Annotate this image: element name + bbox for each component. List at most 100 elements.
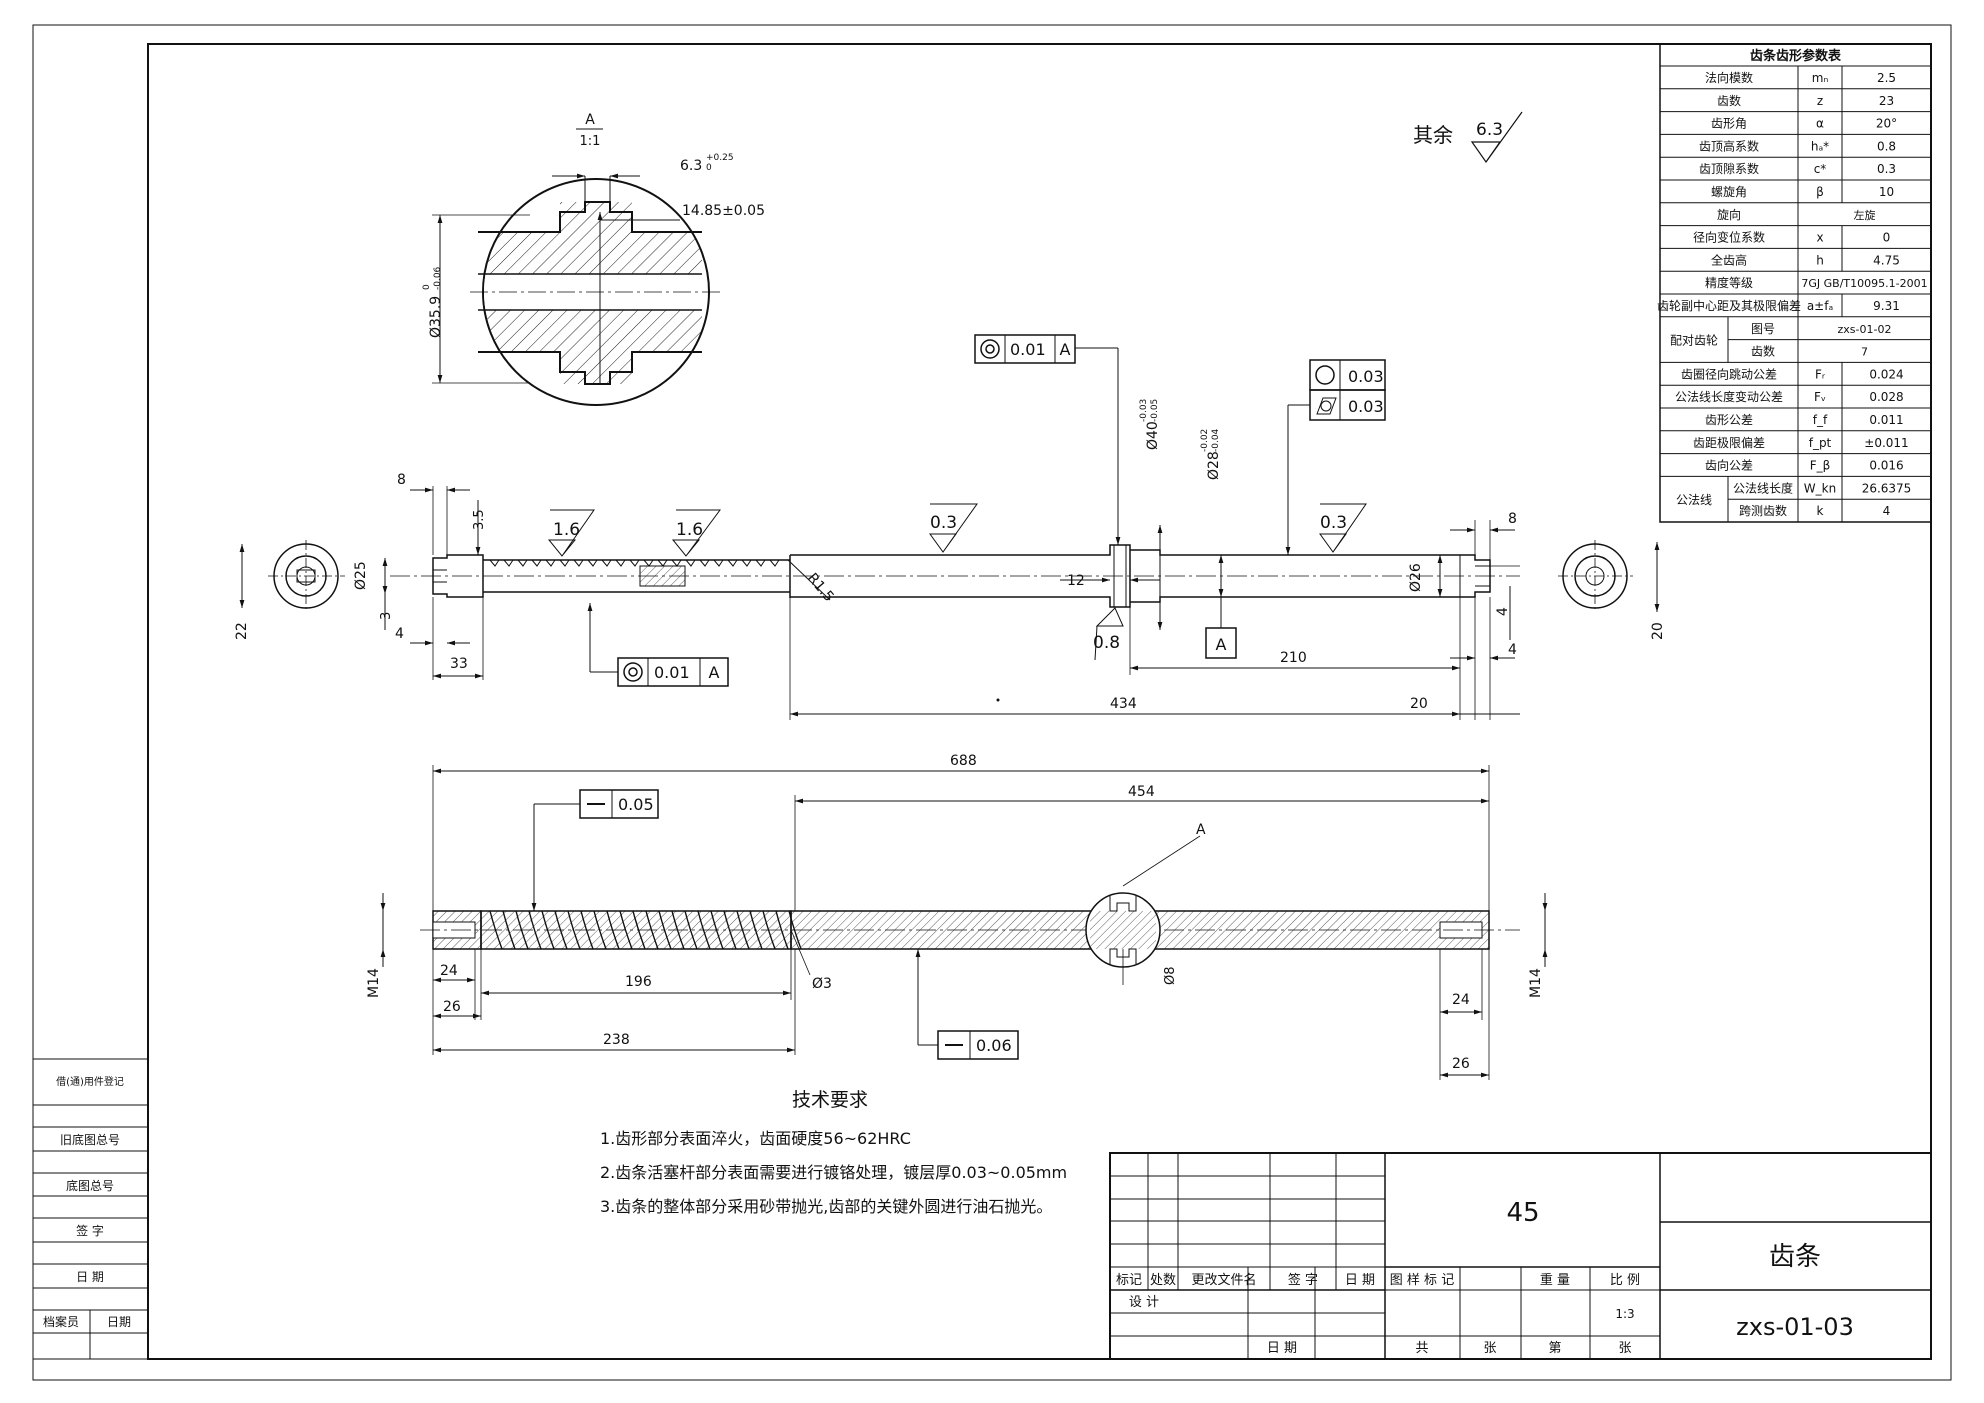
dim-4-right-1: 4	[1495, 607, 1511, 616]
roughness-1-6-b: 1.6	[671, 509, 721, 557]
tb-scale-label: 比 例	[1610, 1273, 1640, 1288]
section-dia-tol-low: -0.06	[433, 266, 443, 290]
param-value: 23	[1879, 94, 1894, 108]
outer-border	[32, 24, 1952, 1381]
param-value: 9.31	[1873, 299, 1900, 313]
dim-dia-26: Ø26	[1408, 563, 1424, 592]
dim-8-left: 8	[397, 472, 406, 488]
param-value: 0.8	[1877, 139, 1896, 153]
section-scale: 1:1	[580, 134, 601, 149]
dim-dia-28: Ø28	[1206, 451, 1222, 480]
dim-dia-28-low: -0.04	[1211, 428, 1221, 452]
param-value: 0	[1883, 231, 1891, 245]
key-width-tol-low: 0	[706, 163, 712, 173]
param-name: 螺旋角	[1711, 185, 1747, 199]
tb-sheets: 张	[1483, 1341, 1496, 1356]
param-symbol: F_β	[1810, 459, 1831, 473]
straight2-tol: 0.06	[976, 1036, 1012, 1055]
param-name: 齿距极限偏差	[1693, 435, 1765, 450]
fcf1-tol: 0.01	[1010, 340, 1046, 359]
tb-mark: 标记	[1116, 1273, 1142, 1288]
section-diameter: Ø35.9	[428, 296, 444, 338]
param-symbol: z	[1817, 94, 1823, 108]
param-symbol: x	[1816, 231, 1823, 245]
param-name: 齿轮副中心距及其极限偏差	[1657, 298, 1801, 313]
tech-req-item-1: 1.齿形部分表面淬火，齿面硬度56~62HRC	[600, 1129, 911, 1148]
param-value: zxs-01-02	[1838, 323, 1892, 336]
fcf-straightness-1: 0.05	[531, 789, 659, 911]
strip-archive: 档案员	[43, 1314, 79, 1329]
dim-m14-right: M14	[1528, 968, 1544, 998]
roughness-1-6-a-value: 1.6	[553, 520, 580, 540]
datum-a-label: A	[1216, 635, 1227, 654]
tb-date: 日 期	[1345, 1273, 1375, 1288]
inner-frame	[147, 43, 1932, 1360]
fcf1-datum: A	[1060, 340, 1071, 359]
param-name: 齿数	[1717, 93, 1741, 108]
dim-dia-40-low: -0.05	[1150, 399, 1160, 422]
param-value: 0.028	[1869, 390, 1903, 404]
param-name: 全齿高	[1711, 252, 1747, 267]
dim-dia-40-up: -0.03	[1139, 399, 1149, 422]
fcf-concentricity-1: 0.01 A	[974, 334, 1121, 545]
param-name: 跨测齿数	[1739, 503, 1787, 518]
dim-3-5: 3.5	[472, 509, 487, 530]
dim-dia-28-up: -0.02	[1200, 429, 1210, 452]
strip-base: 底图总号	[66, 1178, 114, 1193]
param-symbol: f_pt	[1809, 436, 1832, 450]
tb-sheet-no: 第	[1548, 1341, 1561, 1356]
fcf-concentricity-2: 0.01 A	[587, 603, 729, 687]
param-group-label: 配对齿轮	[1670, 334, 1718, 348]
param-symbol: hₐ*	[1811, 139, 1829, 153]
tb-material: 45	[1506, 1198, 1539, 1228]
param-value: ±0.011	[1864, 436, 1908, 450]
dim-r1-5: R1.5	[804, 570, 837, 605]
param-symbol: a±fₐ	[1807, 299, 1833, 313]
section-label: A	[585, 112, 595, 128]
param-name: 齿形公差	[1705, 413, 1753, 427]
roughness-0-8-value: 0.8	[1093, 633, 1120, 653]
tech-req-item-3: 3.齿条的整体部分采用砂带抛光,齿部的关键外圆进行油石抛光。	[600, 1197, 1052, 1216]
dim-4-right-2: 4	[1508, 642, 1517, 658]
param-value: 4	[1883, 504, 1891, 518]
roughness-0-3-b-value: 0.3	[1320, 513, 1347, 533]
param-symbol: Fᵥ	[1814, 390, 1826, 404]
dim-238: 238	[603, 1032, 630, 1048]
param-name: 齿顶隙系数	[1699, 161, 1759, 176]
param-value: 2.5	[1877, 71, 1896, 85]
param-value: 0.3	[1877, 162, 1896, 176]
dim-33: 33	[450, 656, 468, 672]
dim-dia-40: Ø40	[1145, 421, 1161, 450]
param-name: 图号	[1751, 322, 1775, 336]
param-value: 0.011	[1869, 413, 1903, 427]
param-value: 20°	[1876, 117, 1897, 131]
tb-weight: 重 量	[1540, 1272, 1570, 1288]
roughness-1-6-a: 1.6	[547, 509, 595, 557]
fcf3-tol: 0.03	[1348, 367, 1384, 386]
tb-sheets2: 张	[1618, 1341, 1631, 1356]
param-value: 左旋	[1854, 208, 1876, 222]
dim-3: 3	[379, 612, 394, 620]
tb-design: 设 计	[1129, 1295, 1159, 1310]
fcf2-datum: A	[709, 663, 720, 682]
param-name: 精度等级	[1705, 275, 1753, 290]
section-dia-tol-up: 0	[422, 284, 432, 290]
tb-stage-mark: 图 样 标 记	[1390, 1273, 1454, 1288]
param-name: 旋向	[1717, 207, 1741, 222]
strip-archive-date: 日期	[107, 1315, 131, 1329]
fcf-straightness-2: 0.06	[915, 949, 1019, 1060]
param-symbol: f_f	[1813, 413, 1828, 427]
param-name: 齿形角	[1711, 117, 1747, 131]
tech-req-title: 技术要求	[792, 1089, 868, 1111]
dim-26-left: 26	[443, 999, 461, 1015]
key-width-tol: +0.25	[706, 153, 734, 163]
roughness-note-label: 其余	[1413, 123, 1453, 147]
strip-old-base: 旧底图总号	[60, 1132, 120, 1147]
param-table-title: 齿条齿形参数表	[1750, 48, 1842, 64]
param-value: 26.6375	[1862, 481, 1912, 495]
param-symbol: h	[1816, 253, 1824, 267]
strip-date: 日 期	[76, 1270, 104, 1284]
dim-20-bottom: 20	[1410, 696, 1428, 712]
